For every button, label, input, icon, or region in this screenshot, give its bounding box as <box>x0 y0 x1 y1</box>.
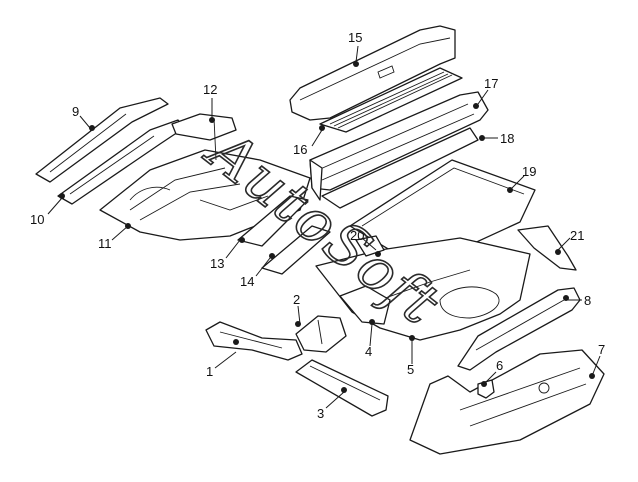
callout-18: 18 <box>500 131 514 146</box>
part-17-rear-cross-member <box>309 91 489 201</box>
part-4-floor-panel <box>339 285 391 325</box>
callout-labels: 1 2 3 4 5 6 7 8 9 10 11 12 13 14 15 16 1… <box>30 30 605 421</box>
callout-2: 2 <box>293 292 300 307</box>
callout-16: 16 <box>293 142 307 157</box>
part-11-front-floor-pan <box>99 149 311 241</box>
callout-5: 5 <box>407 362 414 377</box>
callout-3: 3 <box>317 406 324 421</box>
part-15-parcel-shelf <box>289 25 456 121</box>
leader-dots <box>59 61 595 393</box>
callout-1: 1 <box>206 364 213 379</box>
part-20-bracket <box>355 235 385 257</box>
callout-17: 17 <box>484 76 498 91</box>
callout-10: 10 <box>30 212 44 227</box>
callout-20: 20 <box>350 228 364 243</box>
part-1-front-bracket <box>205 321 303 361</box>
callout-8: 8 <box>584 293 591 308</box>
part-13-tunnel-brace <box>237 195 309 247</box>
callout-13: 13 <box>210 256 224 271</box>
part-21-bracket <box>517 225 577 271</box>
part-14-tunnel-brace <box>261 225 331 275</box>
callout-15: 15 <box>348 30 362 45</box>
part-12-seat-bracket <box>171 113 237 161</box>
callout-14: 14 <box>240 274 254 289</box>
part-9-sill-rail <box>35 97 169 183</box>
callout-7: 7 <box>598 342 605 357</box>
callout-6: 6 <box>496 358 503 373</box>
callout-21: 21 <box>570 228 584 243</box>
callout-19: 19 <box>522 164 536 179</box>
leader-lines <box>47 45 601 409</box>
part-16-shelf-insert <box>319 67 463 133</box>
part-18-rear-panel <box>321 127 479 209</box>
callout-11: 11 <box>98 236 112 251</box>
part-2-mount-block <box>295 315 347 353</box>
part-7-rear-end-panel <box>409 349 605 455</box>
callout-9: 9 <box>72 104 79 119</box>
callout-4: 4 <box>365 344 372 359</box>
callout-12: 12 <box>203 82 217 97</box>
